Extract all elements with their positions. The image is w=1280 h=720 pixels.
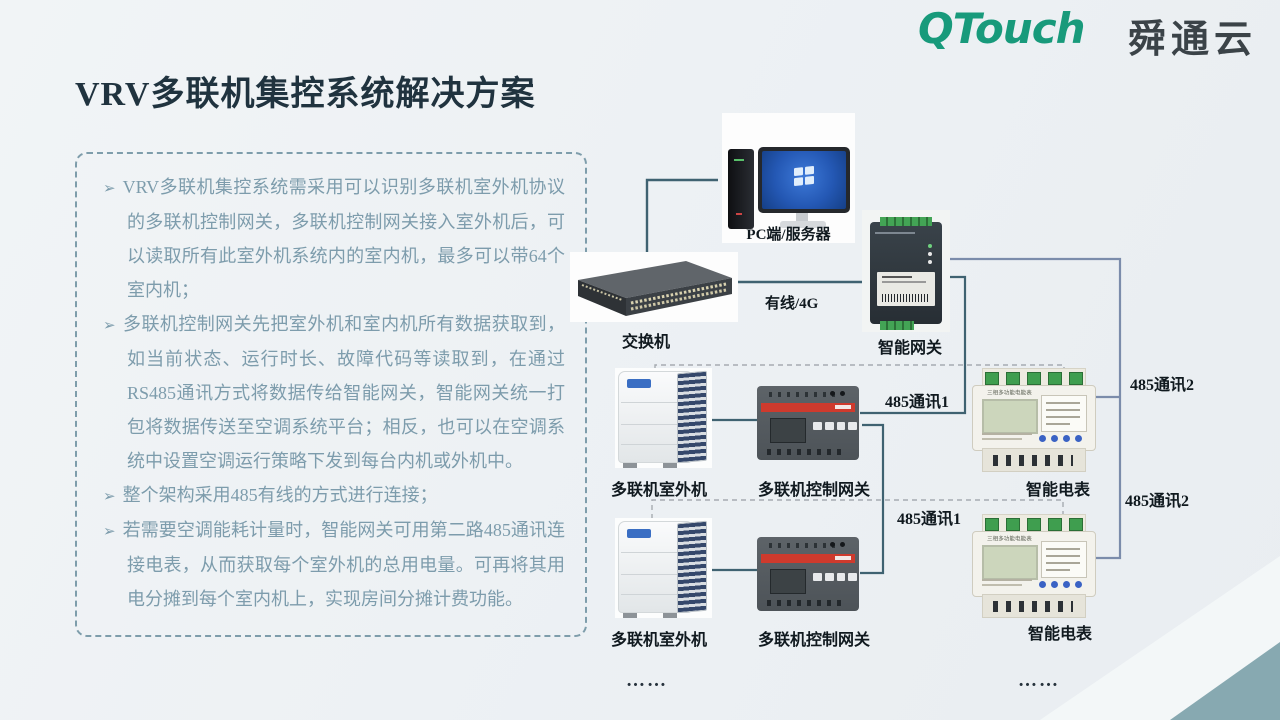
group2-dashed-bracket bbox=[651, 499, 1064, 519]
smart-gateway-image bbox=[862, 210, 950, 332]
pc-server-label: PC端/服务器 bbox=[746, 227, 831, 243]
outdoor-unit-image bbox=[615, 518, 712, 618]
bullet-text: 整个架构采用485有线的方式进行连接； bbox=[122, 485, 438, 505]
bullet-item: ➢ 整个架构采用485有线的方式进行连接； bbox=[103, 478, 565, 513]
barcode bbox=[882, 294, 930, 302]
smart-meter2-label: 智能电表 bbox=[1028, 626, 1093, 643]
monitor-base bbox=[780, 221, 826, 228]
meter-lcd bbox=[982, 545, 1038, 580]
switch-drawing bbox=[578, 261, 732, 316]
bus485-1-row2-label: 485通讯1 bbox=[897, 511, 962, 528]
gateway-lcd bbox=[770, 569, 806, 594]
outdoor-unit-image bbox=[615, 368, 712, 468]
bullet-text: VRV多联机集控系统需采用可以识别多联机室外机协议的多联机控制网关，多联机控制网… bbox=[122, 177, 565, 300]
link-485bus1-ctrl1-ctrl2 bbox=[860, 423, 885, 575]
meter-terminals bbox=[982, 514, 1086, 534]
brand-chinese-text: 舜通云 bbox=[1128, 17, 1258, 61]
bullet-item: ➢ 多联机控制网关先把室外机和室内机所有数据获取到，如当前状态、运行时长、故障代码… bbox=[103, 307, 565, 478]
pc-tower bbox=[728, 149, 754, 229]
bullet-marker: ➢ bbox=[103, 487, 116, 505]
control-gateway1-label: 多联机控制网关 bbox=[758, 482, 871, 499]
gateway-info-label bbox=[877, 272, 935, 306]
smart-meter-image: 三相多功能电能表 bbox=[972, 368, 1096, 472]
bullet-marker: ➢ bbox=[103, 522, 116, 540]
gateway-buttons bbox=[813, 422, 857, 430]
monitor-stand bbox=[796, 213, 808, 222]
red-stripe bbox=[761, 403, 855, 412]
vrv-control-gateway-image bbox=[757, 537, 859, 611]
red-stripe bbox=[761, 554, 855, 563]
smart-meter-image: 三相多功能电能表 bbox=[972, 514, 1096, 618]
meter-buttons bbox=[1039, 581, 1082, 588]
bullet-text: 多联机控制网关先把室外机和室内机所有数据获取到，如当前状态、运行时长、故障代码等… bbox=[122, 314, 565, 471]
meter-lcd bbox=[982, 399, 1038, 434]
heat-exchanger-grille bbox=[677, 370, 707, 464]
corner-teal-triangle bbox=[1170, 642, 1280, 720]
more-systems-ellipsis-left: …… bbox=[626, 670, 668, 691]
brand-logo: QTouch bbox=[918, 4, 1085, 53]
gateway-buttons bbox=[813, 573, 857, 581]
heat-exchanger-grille bbox=[677, 520, 707, 614]
meter-info-panel bbox=[1041, 395, 1087, 432]
bullet-text: 若需要空调能耗计量时，智能网关可用第二路485通讯连接电表，从而获取每个室外机的… bbox=[122, 520, 565, 609]
link-485bus2-gateway-meters bbox=[950, 257, 1122, 560]
more-systems-ellipsis-right: …… bbox=[1018, 670, 1060, 691]
gateway-lcd bbox=[770, 418, 806, 443]
meter-bottom-terminals bbox=[982, 448, 1086, 472]
pc-screen bbox=[762, 151, 846, 209]
wired-4g-label: 有线/4G bbox=[765, 296, 819, 312]
meter-header-text: 三相多功能电能表 bbox=[987, 535, 1032, 543]
bus485-1-row1-label: 485通讯1 bbox=[885, 394, 950, 411]
pc-monitor bbox=[758, 147, 850, 213]
page-title: VRV多联机集控系统解决方案 bbox=[75, 76, 536, 113]
smart-gateway-label: 智能网关 bbox=[878, 340, 943, 357]
gateway-body bbox=[870, 217, 942, 330]
bullet-marker: ➢ bbox=[103, 179, 116, 197]
bus485-2-row1-label: 485通讯2 bbox=[1130, 377, 1195, 394]
windows-logo-icon bbox=[794, 165, 814, 187]
bus485-2-row2-label: 485通讯2 bbox=[1125, 493, 1190, 510]
bullet-marker: ➢ bbox=[103, 316, 116, 334]
meter-buttons bbox=[1039, 435, 1082, 442]
network-switch-image bbox=[570, 252, 738, 322]
link-pc-switch bbox=[645, 178, 718, 252]
corner-light-triangle bbox=[1040, 556, 1280, 720]
brand-qtouch-text: QTouch bbox=[918, 4, 1085, 53]
bullet-item: ➢ VRV多联机集控系统需采用可以识别多联机室外机协议的多联机控制网关，多联机控制… bbox=[103, 170, 565, 307]
info-box: ➢ VRV多联机集控系统需采用可以识别多联机室外机协议的多联机控制网关，多联机控制… bbox=[75, 152, 587, 637]
link-485bus1-gateway-ctrl1 bbox=[860, 275, 967, 415]
switch-label: 交换机 bbox=[622, 334, 671, 351]
bullet-item: ➢ 若需要空调能耗计量时，智能网关可用第二路485通讯连接电表，从而获取每个室外机… bbox=[103, 513, 565, 616]
meter-info-panel bbox=[1041, 541, 1087, 578]
outdoor-unit1-label: 多联机室外机 bbox=[611, 482, 708, 499]
smart-meter1-label: 智能电表 bbox=[1026, 482, 1091, 499]
meter-header-text: 三相多功能电能表 bbox=[987, 389, 1032, 397]
vrv-control-gateway-image bbox=[757, 386, 859, 460]
meter-bottom-terminals bbox=[982, 594, 1086, 618]
control-gateway2-label: 多联机控制网关 bbox=[758, 632, 871, 649]
pc-server-image: PC端/服务器 bbox=[722, 113, 855, 243]
outdoor-unit2-label: 多联机室外机 bbox=[611, 632, 708, 649]
